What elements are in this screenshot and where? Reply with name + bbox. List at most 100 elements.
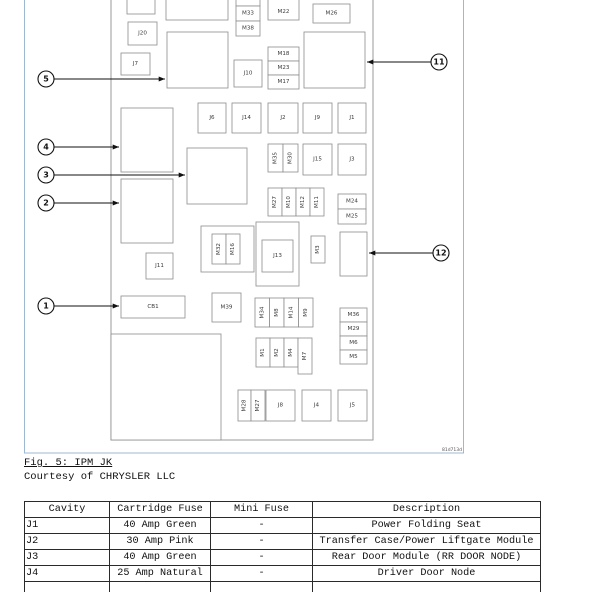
fuse-cavity-box [211, 292, 242, 323]
module-outline [110, 0, 374, 441]
cell-cavity: J2 [24, 533, 110, 550]
cavity-label: J15 [312, 157, 322, 163]
cavity-j14: J14 [231, 102, 262, 134]
table-row: J1 40 Amp Green - Power Folding Seat [24, 517, 541, 534]
callout-number: 2 [43, 199, 49, 208]
cavity-label: J20 [137, 31, 147, 37]
fuse-cavity-box [337, 208, 367, 225]
cell-cartridge-fuse: 25 Amp Natural [109, 565, 211, 582]
fuse-cavity-box [337, 143, 367, 176]
cavity-m24: M24 [337, 193, 367, 210]
callout-number: 1 [43, 302, 49, 311]
callout-circle [37, 194, 55, 212]
cavity-j13: J13 [255, 221, 300, 287]
cavity-cb1: CB1 [120, 295, 186, 319]
fuse-cavity-box [297, 337, 313, 375]
component-5-box [166, 31, 229, 89]
cavity-m38: M38 [235, 20, 261, 37]
callout-1: 1 [37, 297, 119, 315]
cavity-label: M5 [349, 354, 358, 360]
cavity-label: J5 [349, 403, 356, 409]
cavity-j6: J6 [197, 102, 227, 134]
cavity-m5: M5 [339, 349, 368, 365]
cavity-label: M34 [259, 306, 265, 318]
fuse-cavity-box [267, 102, 299, 134]
cell-mini-fuse: - [210, 517, 313, 534]
cell-description: Transfer Case/Power Liftgate Module [312, 533, 541, 550]
cavity-m32: M32 [211, 233, 227, 265]
callout-number: 4 [43, 143, 49, 152]
cavity-j20: J20 [127, 21, 158, 46]
cavity-label: M32 [216, 243, 222, 255]
cavity-m34: M34 [254, 297, 270, 328]
cavity-m27: M27 [267, 187, 283, 217]
callout-circle [37, 297, 55, 315]
callout-number: 12 [435, 249, 446, 258]
top-cavity-partial-b [165, 0, 229, 21]
component-12-box [339, 231, 368, 277]
table-row: J2 30 Amp Pink - Transfer Case/Power Lif… [24, 533, 541, 550]
fuse-cavity-box [225, 233, 241, 265]
cavity-label: M27 [255, 399, 261, 411]
cavity-m4: M4 [283, 337, 299, 368]
cavity-label: J10 [243, 71, 253, 77]
callout-number: 11 [433, 58, 445, 67]
cavity-m17: M17 [267, 74, 300, 90]
fuse-cavity-box [302, 143, 333, 176]
fuse-cavity-box [310, 235, 326, 264]
cavity-j3: J3 [337, 143, 367, 176]
cavity-label: M11 [314, 196, 320, 208]
ipm-diagram: M33 M38 M22 M26 J20 J7 J10 M18 M23 M17 J… [24, 0, 464, 454]
cavity-label: J8 [277, 403, 284, 409]
cavity-label: M24 [346, 199, 358, 205]
fuse-cavity-box [231, 102, 262, 134]
component-4-box [120, 107, 174, 173]
cavity-m2: M2 [269, 337, 285, 368]
cavity-label: M35 [273, 152, 279, 164]
component-2-box [120, 178, 174, 244]
cavity-label: M2 [274, 348, 280, 356]
component-11-box [303, 31, 366, 89]
cavity-m30: M30 [282, 143, 299, 173]
cavity-label: J9 [314, 115, 321, 121]
top-cavity-partial-a [126, 0, 156, 15]
cavity-label: M38 [242, 26, 254, 32]
cavity-m36: M36 [339, 307, 368, 323]
callout-circle [37, 138, 55, 156]
fuse-cavity-box [120, 295, 186, 319]
cavity-label: M16 [230, 243, 236, 255]
cavity-label: M10 [286, 196, 292, 208]
callout-circle [432, 244, 450, 262]
fuse-cavity-box [197, 102, 227, 134]
cell-cavity: J4 [24, 565, 110, 582]
fuse-cavity-box [339, 349, 368, 365]
cavity-label: M28 [242, 399, 248, 411]
fuse-cavity-box [337, 102, 367, 134]
callout-3: 3 [37, 166, 185, 184]
cavity-m29: M29 [339, 321, 368, 337]
cavity-j8: J8 [265, 389, 296, 422]
fuse-cavity-box [120, 52, 151, 76]
callout-number: 3 [43, 171, 49, 180]
fuse-cavity-box [298, 297, 314, 328]
cavity-label: M23 [278, 65, 290, 71]
cavity-label: M25 [346, 214, 358, 220]
fuse-cavity-box [337, 389, 368, 422]
callout-2: 2 [37, 194, 119, 212]
top-cavity-partial-c [235, 0, 261, 7]
fuse-cavity-box [233, 59, 263, 88]
cavity-m9: M9 [298, 297, 314, 328]
cell-empty [210, 581, 313, 592]
fuse-cavity-box [265, 389, 296, 422]
cell-description: Rear Door Module (RR DOOR NODE) [312, 549, 541, 566]
cavity-m7: M7 [297, 337, 313, 375]
header-mini-fuse: Mini Fuse [210, 501, 313, 518]
callout-number: 5 [43, 75, 49, 84]
cell-cavity: J3 [24, 549, 110, 566]
figure-code: 81d713d [442, 447, 462, 453]
cavity-label: M14 [288, 306, 294, 318]
cavity-m6: M6 [339, 335, 368, 351]
table-row: J3 40 Amp Green - Rear Door Module (RR D… [24, 549, 541, 566]
cell-cartridge-fuse: 30 Amp Pink [109, 533, 211, 550]
header-cartridge-fuse: Cartridge Fuse [109, 501, 211, 518]
